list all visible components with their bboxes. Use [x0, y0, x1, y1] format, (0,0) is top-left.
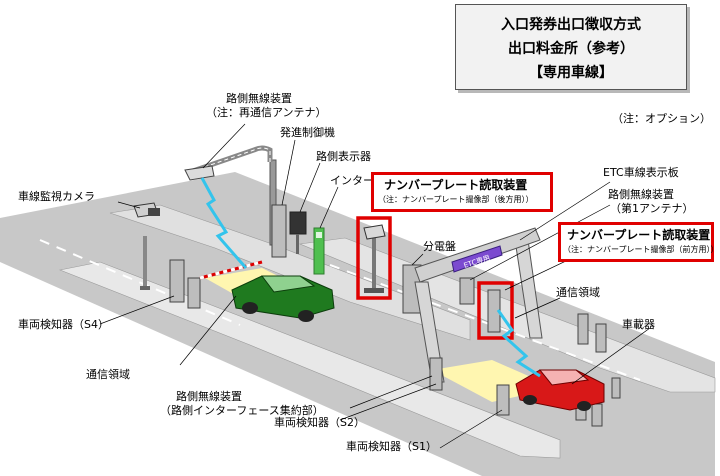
- label-roadside-radio-interface-note: （路側インターフェース集約部）: [160, 404, 324, 417]
- label-plate-reader-front-note: （注：ナンバープレート撮像部（前方用））: [563, 245, 719, 254]
- label-comm-area-right: 通信領域: [556, 286, 600, 299]
- label-plate-reader-rear-note: （注：ナンバープレート撮像部（後方用））: [378, 195, 534, 204]
- label-roadside-radio-1st: 路側無線装置: [608, 188, 674, 201]
- title-line-2: 出口料金所（参考）: [508, 41, 634, 57]
- label-onboard-unit: 車載器: [622, 318, 655, 331]
- option-note: （注：オプション）: [612, 112, 711, 125]
- etc-gantry: ETC専用: [414, 227, 543, 383]
- label-departure-controller: 発進制御機: [280, 126, 335, 139]
- label-etc-lane-display: ETC車線表示板: [603, 166, 679, 179]
- detector-s1-pole: [496, 384, 510, 416]
- beam-left: [200, 177, 248, 269]
- detector-s4-pole-b: [187, 277, 201, 309]
- departure-controller-box: [271, 204, 287, 258]
- lane-camera: [133, 202, 160, 290]
- rear-plate-reader-highlight: [356, 216, 392, 300]
- roadside-display-unit: [289, 211, 307, 254]
- center-island: [58, 261, 561, 459]
- right-post-b: [595, 323, 607, 353]
- label-detector-s1: 車両検知器（S1）: [346, 440, 437, 453]
- green-car: [231, 275, 335, 322]
- barrier-arm: [199, 260, 263, 280]
- etc-lane-display-panel: [451, 245, 503, 273]
- label-lane-camera: 車線監視カメラ: [18, 190, 95, 203]
- front-plate-reader-highlight: [477, 281, 514, 340]
- label-comm-area-left: 通信領域: [86, 368, 130, 381]
- title-line-1: 入口発券出口徴収方式: [501, 17, 641, 33]
- label-roadside-display: 路側表示器: [316, 150, 371, 163]
- label-plate-reader-front: ナンバープレート読取装置: [567, 228, 711, 242]
- detector-s4-pole-a: [169, 259, 185, 303]
- label-roadside-radio-1st-note: （第1アンテナ）: [610, 202, 694, 215]
- intercom-unit: [313, 227, 325, 275]
- right-post-d: [591, 403, 603, 427]
- title-line-3: 【専用車線】: [529, 65, 613, 81]
- plate-reader-front-box: ナンバープレート読取装置 （注：ナンバープレート撮像部（前方用））: [558, 222, 719, 262]
- beam-right: [496, 309, 541, 378]
- antenna-panel: [184, 165, 215, 181]
- label-distribution-board: 分電盤: [423, 240, 456, 253]
- label-detector-s4: 車両検知器（S4）: [18, 318, 109, 331]
- title-box: 入口発券出口徴収方式 出口料金所（参考） 【専用車線】: [455, 4, 687, 90]
- plate-reader-rear-box: ナンバープレート読取装置 （注：ナンバープレート撮像部（後方用））: [371, 172, 553, 212]
- label-roadside-radio-interface: 路側無線装置: [176, 390, 242, 403]
- rear-plate-reader: [363, 224, 386, 293]
- label-detector-s2: 車両検知器（S2）: [274, 416, 365, 429]
- right-post-a: [577, 313, 589, 345]
- detector-s2-pole: [429, 357, 443, 391]
- right-post-e: [611, 377, 621, 399]
- first-antenna: [459, 277, 475, 305]
- red-car: [515, 369, 605, 411]
- label-roadside-radio-note: （注：再通信アンテナ）: [206, 106, 327, 119]
- label-roadside-radio-device: 路側無線装置: [226, 92, 292, 105]
- label-plate-reader-rear: ナンバープレート読取装置: [384, 178, 528, 192]
